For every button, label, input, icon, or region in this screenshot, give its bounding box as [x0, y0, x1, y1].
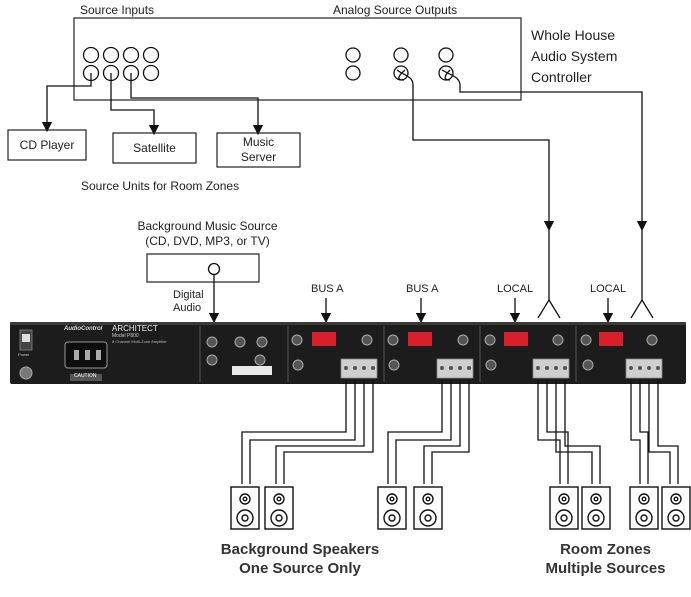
controller-label-line2: Audio System [531, 48, 618, 64]
controller-label: Whole House Audio System Controller [531, 25, 617, 88]
amplifier [10, 322, 686, 384]
music-server-line2: Server [240, 150, 277, 164]
controller-label-line3: Controller [531, 69, 592, 85]
bg-source-line1: Background Music Source [137, 219, 278, 233]
analog-source-outputs-label: Analog Source Outputs [333, 3, 458, 17]
source-input-jacks [82, 46, 160, 82]
rooms-caption-line1: Room Zones [560, 541, 651, 558]
speaker-icon [264, 486, 294, 530]
bg-source-line2: (CD, DVD, MP3, or TV) [145, 234, 270, 248]
amp-model: ARCHITECT [112, 324, 158, 333]
amp-brand: AudioControl [64, 326, 103, 332]
source-units-label: Source Units for Room Zones [81, 179, 240, 193]
digital-audio-line1: Digital [173, 289, 204, 301]
bus-a-label-2: BUS A [406, 283, 439, 295]
background-speakers-caption: Background Speakers One Source Only [210, 540, 390, 578]
local-label-1: LOCAL [497, 283, 534, 295]
music-server-label: Music Server [217, 135, 300, 165]
background-source-jack [207, 262, 221, 276]
speaker-icon [629, 486, 659, 530]
speaker-icon [413, 486, 443, 530]
bus-arrows [320, 298, 614, 324]
amp-subtitle: 8 Channel Multi-Zone Amplifier [112, 339, 167, 344]
amp-power: Power [18, 352, 30, 357]
speaker-icon [661, 486, 691, 530]
bus-a-label-1: BUS A [311, 283, 344, 295]
analog-output-wires [396, 69, 648, 232]
amp-caution: CAUTION [74, 373, 97, 379]
source-inputs-label: Source Inputs [80, 3, 155, 17]
speaker-wires [241, 380, 679, 484]
background-source-box [146, 253, 260, 283]
music-server-box [216, 132, 301, 168]
controller-label-line1: Whole House [531, 27, 616, 43]
bg-source-label: Background Music Source (CD, DVD, MP3, o… [120, 219, 295, 249]
analog-output-jacks [345, 47, 454, 81]
room-zones-caption: Room Zones Multiple Sources [520, 540, 691, 578]
local-label-2: LOCAL [590, 283, 627, 295]
source-input-wires [41, 73, 264, 136]
cd-player-label: CD Player [19, 138, 75, 152]
local-input-splits [537, 226, 654, 319]
digital-audio-label: Digital Audio [173, 289, 204, 315]
amp-model-number: Model P800 [112, 333, 139, 339]
speaker-icon [549, 486, 579, 530]
background-caption-line2: One Source Only [239, 560, 361, 577]
speakers [230, 486, 691, 530]
digital-audio-line2: Audio [173, 302, 202, 314]
background-caption-line1: Background Speakers [220, 541, 380, 558]
satellite-box [112, 132, 197, 164]
satellite-label: Satellite [133, 141, 176, 155]
speaker-icon [230, 486, 260, 530]
speaker-icon [581, 486, 611, 530]
speaker-icon [377, 486, 407, 530]
music-server-line1: Music [242, 135, 275, 149]
rooms-caption-line2: Multiple Sources [545, 560, 666, 577]
controller-box [73, 17, 522, 101]
